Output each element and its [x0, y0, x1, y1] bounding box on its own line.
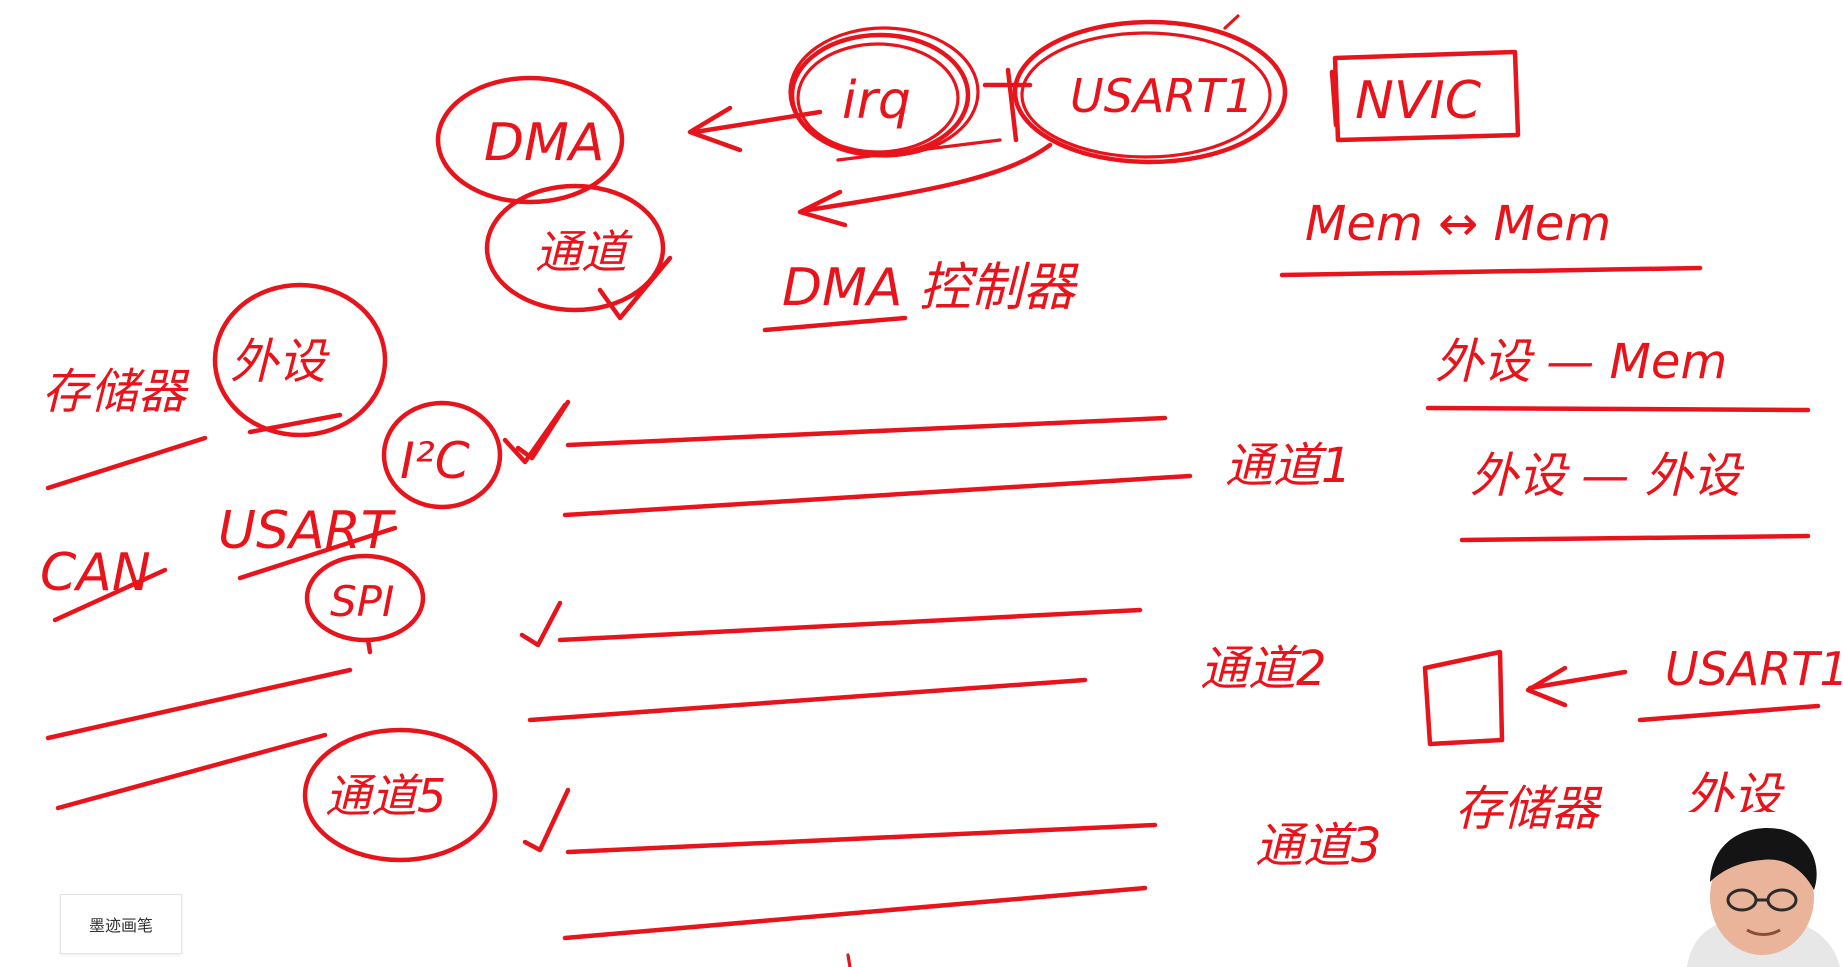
channel1-check — [515, 399, 571, 461]
periph-mem-underline — [1425, 405, 1811, 413]
dma-circle — [435, 75, 625, 205]
channel1-line-b — [562, 473, 1193, 518]
irq-circle-3 — [788, 26, 980, 158]
memory-bottom-label: 存储器 — [1455, 781, 1603, 837]
peripheral-left-circle — [212, 282, 388, 438]
can-underline — [52, 567, 168, 623]
i2c-circle — [381, 400, 503, 510]
ink-pen-label: 墨迹画笔 — [88, 916, 153, 935]
can-label: CAN — [40, 543, 151, 603]
periph-mem-label: 外设 — Mem — [1435, 334, 1727, 390]
register-box — [1422, 649, 1505, 747]
mem-mem-underline — [1279, 265, 1703, 278]
left-line-1 — [45, 667, 353, 741]
channel2-label: 通道2 — [1200, 641, 1327, 697]
usart1-right-underline — [1637, 703, 1821, 723]
presenter-avatar — [1672, 812, 1843, 967]
usart-label: USART — [218, 501, 397, 561]
usart1-top-circle — [1012, 19, 1288, 165]
spi-circle — [304, 553, 426, 643]
irq-circle-2 — [796, 42, 960, 154]
mem-mem-label: Mem ↔ Mem — [1305, 196, 1611, 252]
dma-controller-underline — [762, 315, 908, 333]
presenter-webcam — [1672, 812, 1843, 967]
arrow-from-usart1 — [1525, 665, 1628, 708]
arrow-to-dma-controller — [797, 142, 1053, 228]
channel5-circle — [302, 727, 498, 863]
channel2-line-b — [527, 677, 1088, 723]
memory-left-label: 存储器 — [42, 364, 190, 420]
pen-cursor-mark — [1223, 14, 1240, 30]
channel3-label: 通道3 — [1255, 818, 1382, 874]
channel3-check — [522, 787, 571, 853]
dma-label: DMA — [484, 113, 604, 173]
usart1-top-circle-2 — [1020, 31, 1272, 159]
spi-label: SPI — [330, 577, 394, 626]
periph-periph-label: 外设 — 外设 — [1470, 448, 1745, 504]
left-line-2 — [55, 732, 328, 811]
memory-underline — [45, 435, 208, 491]
channel1-line-a — [565, 415, 1168, 448]
i2c-label: I²C — [400, 432, 470, 490]
ink-pen-button[interactable]: 墨迹画笔 — [60, 894, 182, 954]
check-mark — [597, 255, 673, 321]
usart-underline — [237, 525, 398, 581]
irq-underline — [836, 138, 1002, 162]
channel5-label: 通道5 — [325, 769, 446, 823]
channel-label: 通道 — [535, 225, 633, 279]
peripheral-left-label: 外设 — [230, 334, 330, 390]
channel1-label: 通道1 — [1225, 438, 1352, 494]
dma-controller-label: DMA 控制器 — [782, 258, 1079, 318]
spi-tick — [365, 637, 373, 655]
irq-label: irq — [842, 71, 911, 131]
peripheral-underline — [247, 412, 343, 435]
channel2-check — [519, 600, 563, 648]
bottom-mark — [846, 953, 852, 967]
periph-periph-underline — [1459, 533, 1811, 543]
channel2-line-a — [557, 607, 1143, 643]
usart1-right-label: USART1 — [1665, 642, 1843, 696]
usart1-top-label: USART1 — [1070, 69, 1254, 123]
channel3-line-a — [565, 822, 1158, 855]
nvic-box — [1329, 49, 1521, 143]
arrow-to-dma — [687, 105, 823, 153]
channel-circle — [484, 183, 666, 313]
connector-tick — [1005, 67, 1019, 143]
channel3-line-b — [562, 885, 1148, 941]
nvic-label: NVIC — [1355, 71, 1482, 131]
